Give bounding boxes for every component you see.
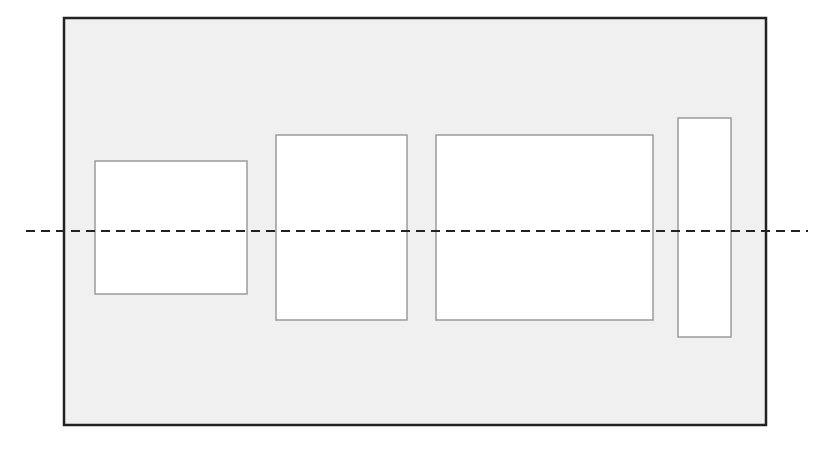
box-3 bbox=[435, 134, 654, 321]
box-2 bbox=[275, 134, 408, 321]
box-1 bbox=[94, 160, 248, 295]
box-4 bbox=[677, 117, 732, 338]
